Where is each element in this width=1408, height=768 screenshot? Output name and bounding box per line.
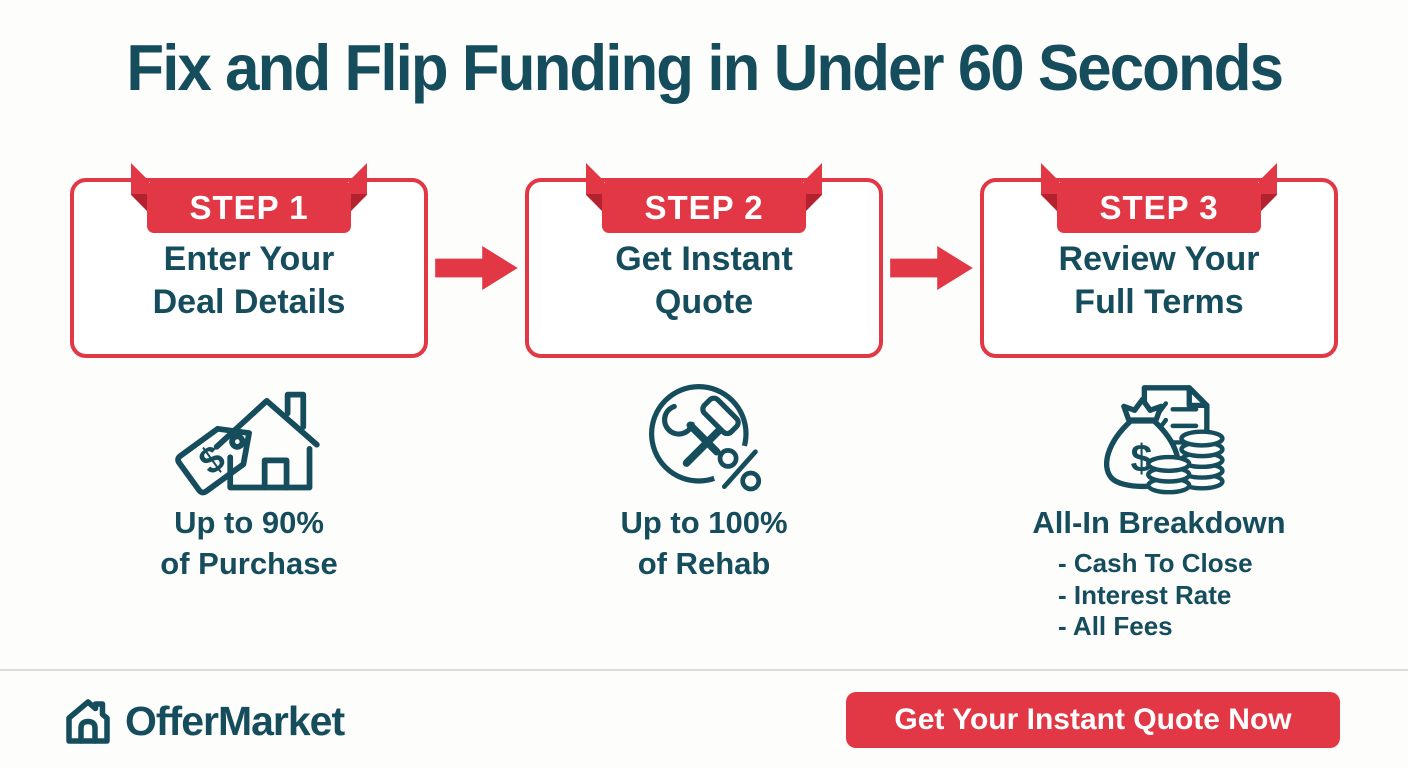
brand-name: OfferMarket: [125, 697, 345, 744]
benefit-heading-3: All-In Breakdown: [1032, 505, 1286, 540]
arrow-right-icon: [889, 246, 973, 290]
house-price-tag-icon: $: [175, 391, 320, 496]
benefits-row: Up to 90% of Purchase Up to 100% of Reha…: [70, 503, 1338, 643]
step-3-badge: STEP 3: [1099, 189, 1218, 226]
brand-logo: OfferMarket: [62, 692, 345, 750]
footer-divider: [0, 669, 1408, 671]
benefit-item: - Cash To Close: [1058, 547, 1253, 578]
benefit-text-1: Up to 90% of Purchase: [160, 505, 338, 581]
step-2-ribbon: STEP 2: [586, 163, 822, 233]
step-1-label: Enter Your Deal Details: [152, 240, 346, 321]
step-card-3: STEP 3 Review Your Full Terms: [980, 163, 1338, 358]
arrow-right-icon: [434, 246, 518, 290]
house-logo-icon: [66, 699, 110, 744]
tools-percent-icon: [649, 384, 763, 497]
step-3-ribbon: STEP 3: [1041, 163, 1277, 233]
benefit-item: - Interest Rate: [1058, 579, 1232, 610]
page-title: Fix and Flip Funding in Under 60 Seconds: [126, 31, 1284, 104]
step-1-badge: STEP 1: [189, 189, 308, 226]
benefit-item: - All Fees: [1058, 611, 1173, 642]
money-breakdown-icon: $: [1104, 385, 1225, 495]
arrow-cell-2: [883, 178, 980, 358]
step-2-label: Get Instant Quote: [615, 240, 793, 321]
icon-cell-3: $: [980, 380, 1338, 500]
cta-button[interactable]: Get Your Instant Quote Now: [846, 692, 1340, 748]
svg-text:$: $: [1131, 438, 1153, 481]
icon-cell-1: $: [70, 380, 428, 500]
step-3-label: Review Your Full Terms: [1058, 240, 1260, 321]
steps-row: STEP 1 Enter Your Deal Details STEP 2 Ge…: [70, 163, 1338, 358]
step-card-2: STEP 2 Get Instant Quote: [525, 163, 883, 358]
arrow-cell-1: [428, 178, 525, 358]
step-1-ribbon: STEP 1: [131, 163, 367, 233]
benefit-text-2: Up to 100% of Rehab: [620, 505, 788, 581]
step-card-1: STEP 1 Enter Your Deal Details: [70, 163, 428, 358]
benefit-block-3: All-In Breakdown - Cash To Close - Inter…: [980, 503, 1338, 643]
step-2-badge: STEP 2: [644, 189, 763, 226]
icons-row: $: [70, 380, 1338, 500]
benefit-items-3: - Cash To Close - Interest Rate - All Fe…: [1058, 548, 1338, 643]
icon-cell-2: [525, 380, 883, 500]
